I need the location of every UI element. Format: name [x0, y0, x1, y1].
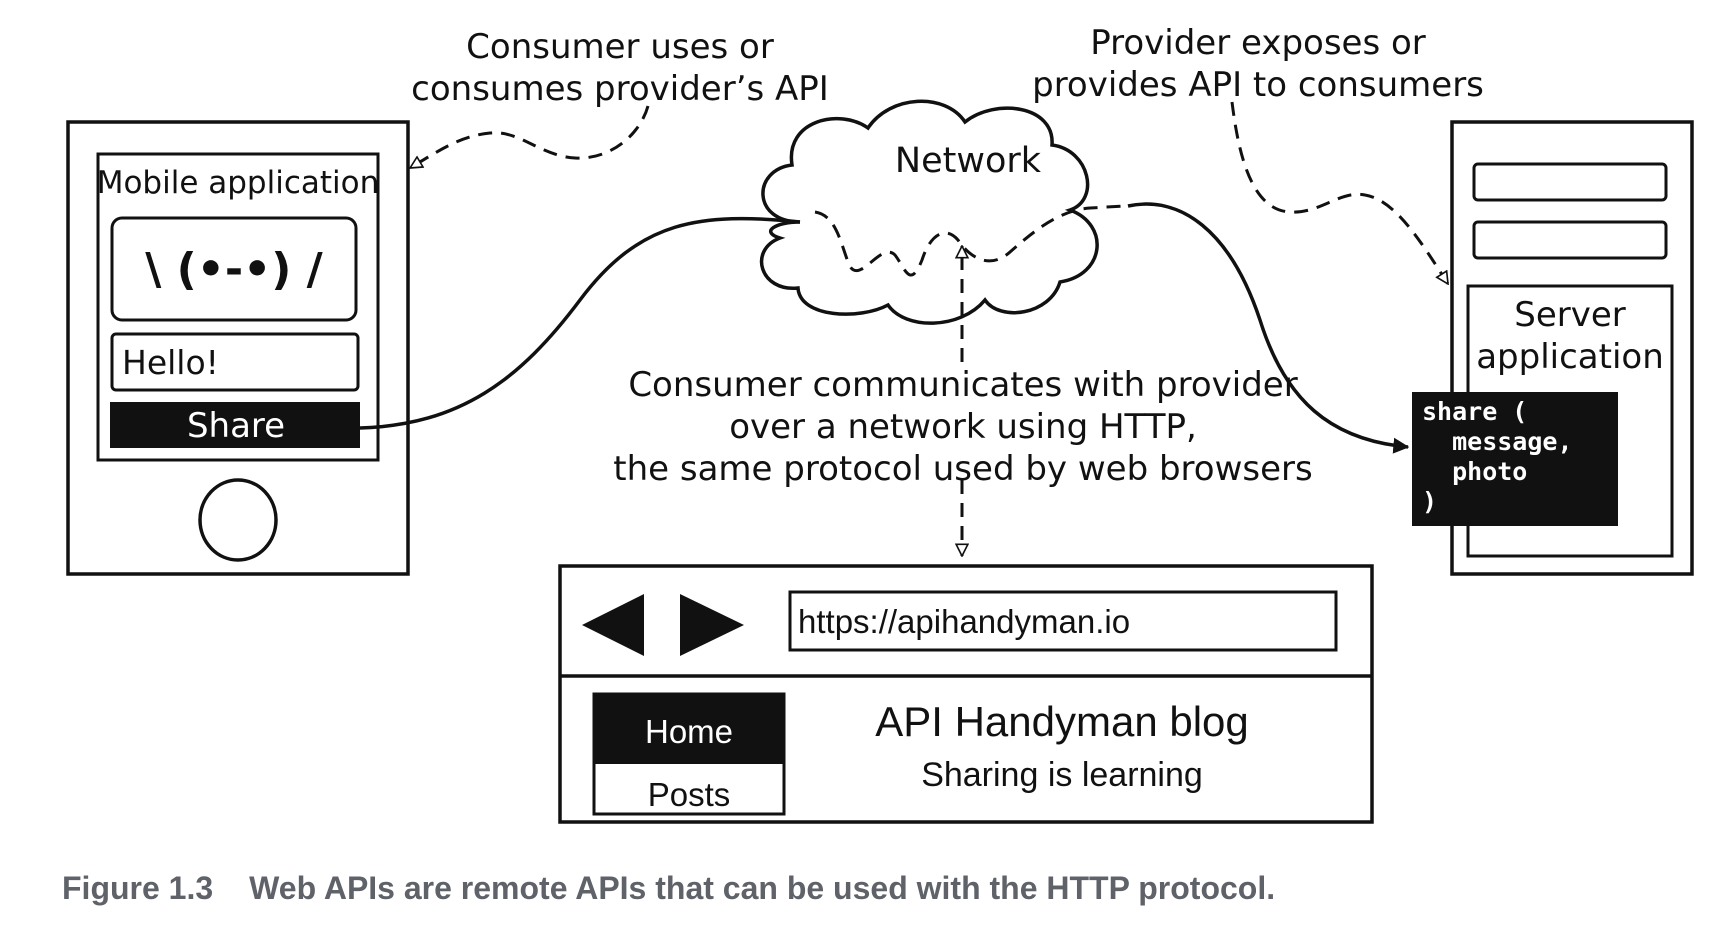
url-bar[interactable] — [788, 590, 1338, 652]
server-app-title: Server — [1514, 295, 1626, 335]
annotation-line: the same protocol used by web browsers — [613, 449, 1312, 489]
provider-exposes-annotation: Provider exposes or provides API to cons… — [1032, 23, 1484, 105]
share-button-label: Share — [187, 406, 285, 446]
cloud-shape — [759, 99, 1099, 325]
nav-item-home-label: Home — [645, 713, 733, 750]
forward-arrow-icon[interactable] — [680, 594, 744, 656]
cloud-dashed-path — [814, 204, 1126, 277]
emoticon-image — [110, 216, 358, 322]
consumer-uses-arrow — [410, 105, 650, 170]
code-line: share ( — [1422, 397, 1527, 426]
home-button[interactable] — [198, 478, 278, 562]
annotation-line: Provider exposes or — [1090, 23, 1426, 63]
back-arrow-icon[interactable] — [582, 594, 644, 656]
share-function-code — [1412, 392, 1618, 526]
server-slot — [1472, 162, 1668, 202]
server-slot — [1472, 220, 1668, 260]
message-input[interactable] — [110, 332, 360, 392]
figure-number: Figure 1.3 — [62, 870, 214, 906]
consumer-uses-annotation: Consumer uses or consumes provider’s API — [411, 27, 829, 109]
annotation-line: provides API to consumers — [1032, 65, 1484, 105]
annotation-line: consumes provider’s API — [411, 69, 829, 109]
mobile-app-title: Mobile application — [97, 165, 380, 201]
url-text: https://apihandyman.io — [798, 603, 1130, 640]
figure-caption-text: Web APIs are remote APIs that can be use… — [249, 870, 1276, 906]
emoticon: \ (•-•) / — [145, 244, 323, 295]
code-line: message, — [1422, 427, 1573, 456]
communication-annotation: Consumer communicates with provider over… — [613, 365, 1312, 489]
network-cloud: Network — [759, 99, 1126, 325]
blog-title: API Handyman blog — [875, 698, 1249, 745]
network-label: Network — [895, 141, 1042, 181]
nav-item-posts[interactable]: Posts — [648, 776, 731, 813]
mobile-phone: Mobile application \ (•-•) / Hello! Shar… — [66, 120, 410, 576]
blog-subtitle: Sharing is learning — [921, 756, 1203, 794]
annotation-line: Consumer communicates with provider — [628, 365, 1297, 405]
figure-caption: Figure 1.3 Web APIs are remote APIs that … — [62, 870, 1275, 907]
server-app-title: application — [1476, 337, 1664, 377]
annotation-line: Consumer uses or — [466, 27, 774, 67]
message-input-value: Hello! — [122, 343, 219, 382]
server: Server application share ( message, phot… — [1412, 120, 1694, 576]
provider-exposes-arrow — [1230, 101, 1450, 284]
annotation-line: over a network using HTTP, — [729, 407, 1197, 447]
code-line: ) — [1422, 487, 1437, 516]
nav-item-home[interactable] — [594, 694, 784, 764]
code-line: photo — [1422, 457, 1527, 486]
share-button[interactable] — [110, 402, 360, 448]
web-browser: https://apihandyman.io Home Posts API Ha… — [558, 564, 1374, 824]
network-to-server-line — [1127, 202, 1410, 454]
phone-to-network-line — [359, 216, 801, 430]
